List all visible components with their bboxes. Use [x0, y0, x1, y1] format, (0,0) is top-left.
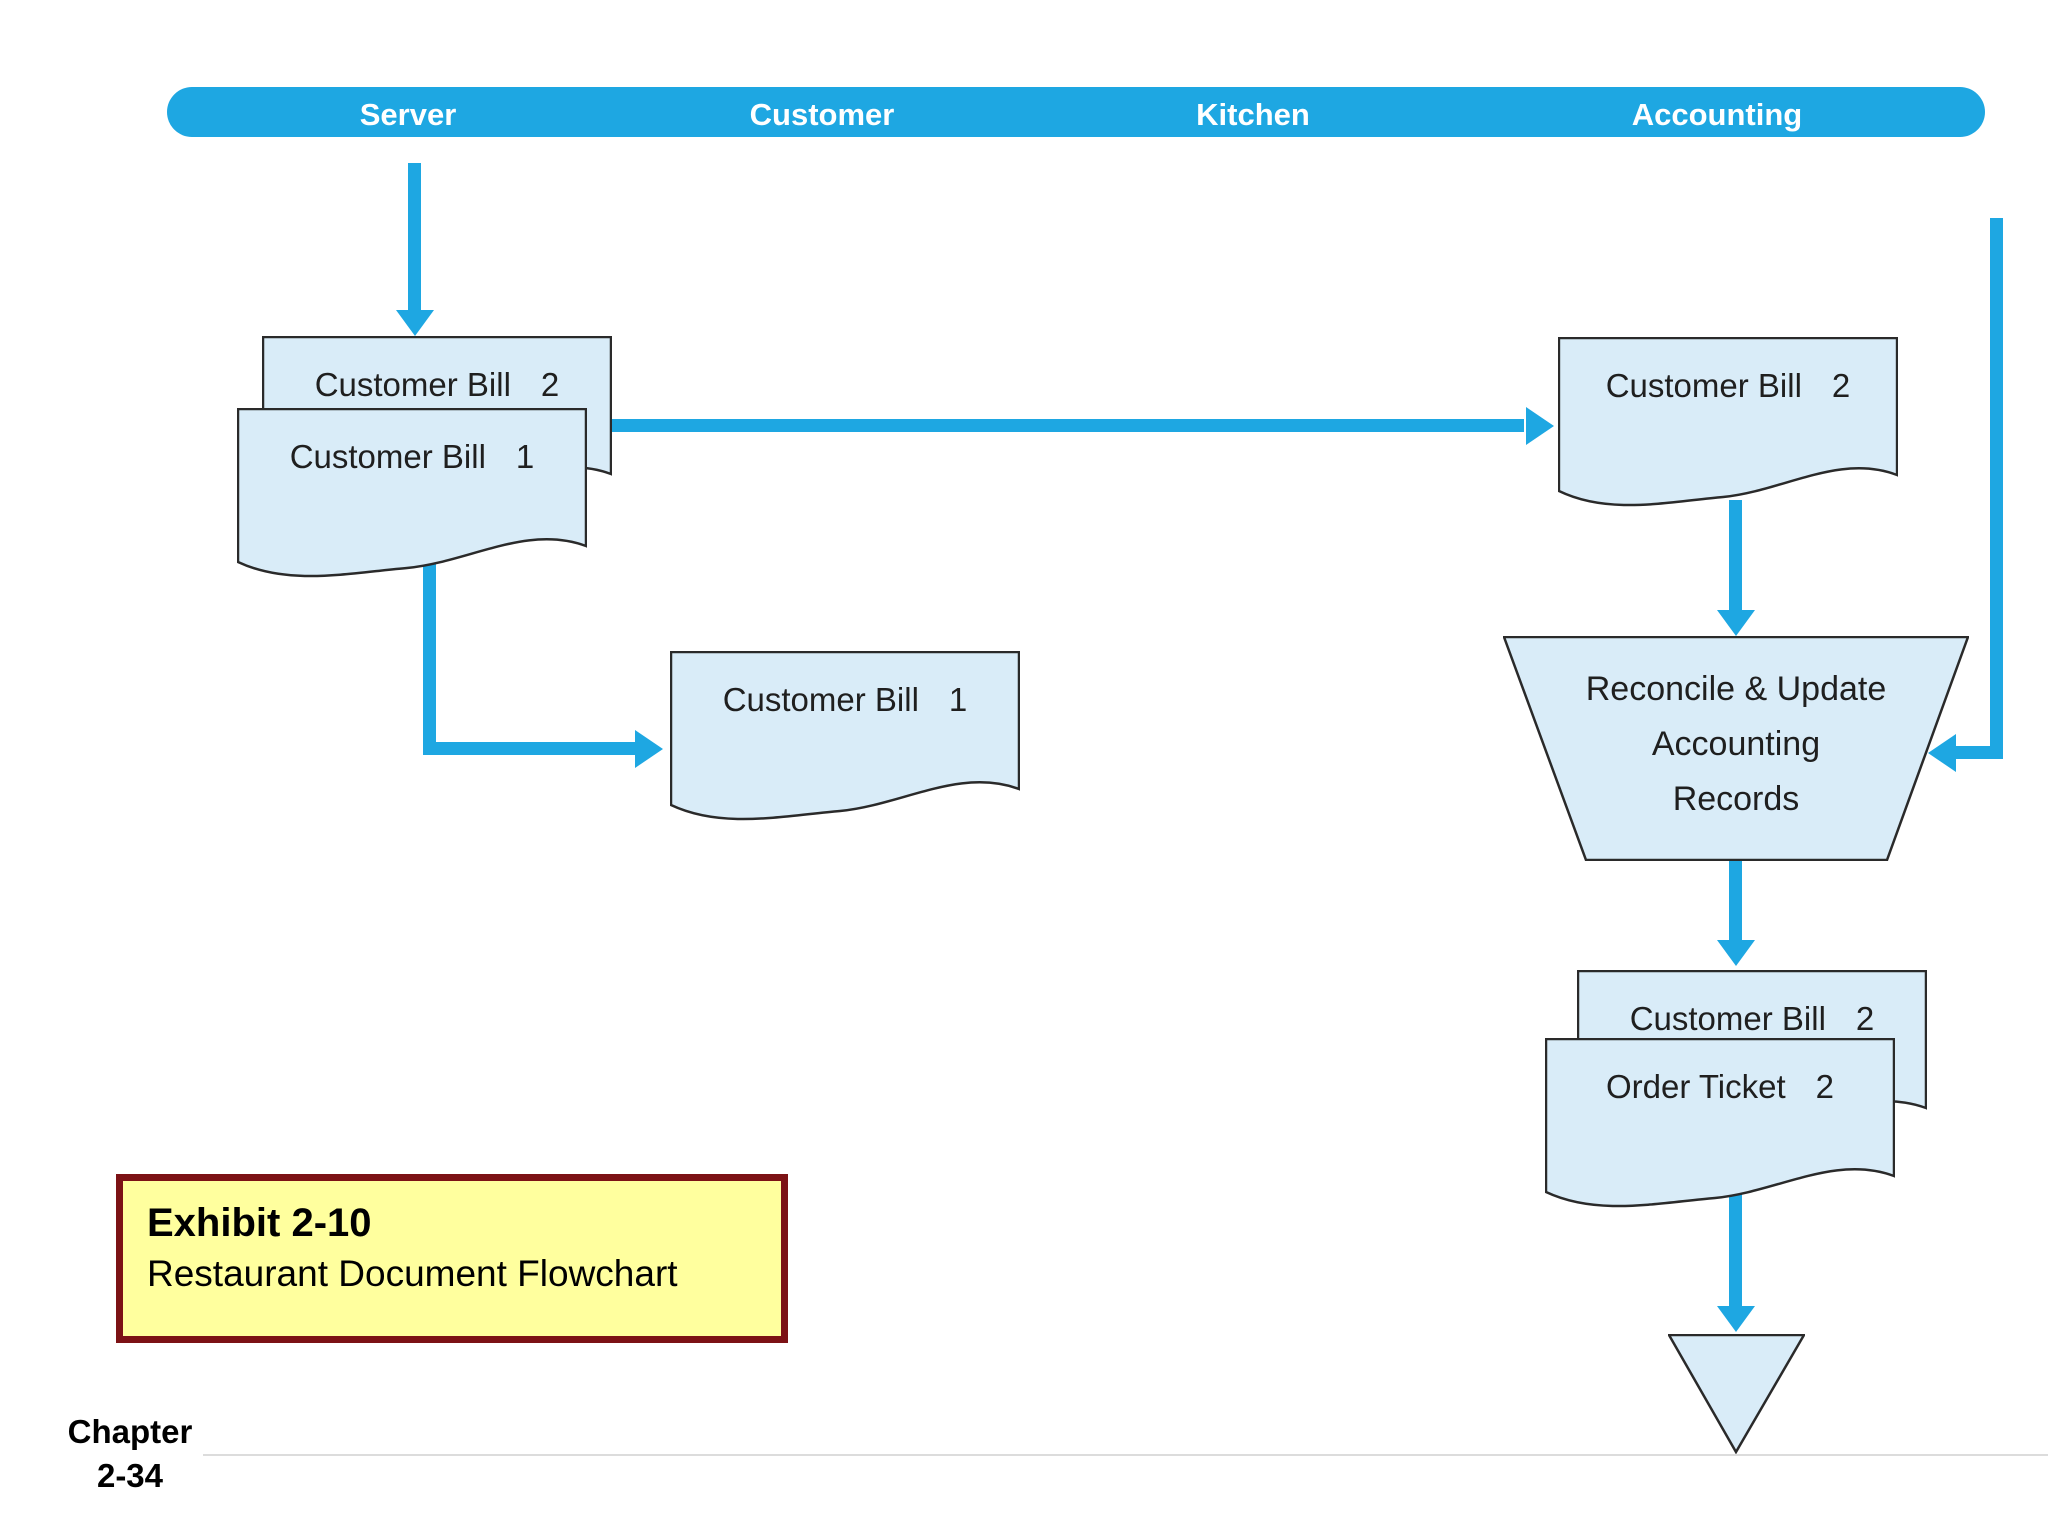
arrow-bill2-to-accounting-line	[610, 419, 1524, 432]
arrow-bill1-to-customer-vline	[423, 560, 436, 755]
document-shape-icon	[1558, 337, 1898, 507]
document-copy-number: 2	[1831, 367, 1851, 404]
footer-divider-line	[203, 1454, 2048, 1456]
document-title: Customer Bill	[1605, 367, 1802, 404]
arrow-archive-to-offpage-line	[1729, 1170, 1742, 1306]
document-label: Customer Bill 2	[1558, 367, 1898, 405]
process-label: Reconcile & Update Accounting Records	[1503, 662, 1969, 827]
document-label: Customer Bill 2	[262, 366, 612, 404]
arrow-bill2-to-accounting-head-icon	[1526, 407, 1554, 445]
document-label: Order Ticket 2	[1545, 1068, 1895, 1106]
triangle-shape-icon	[1666, 1333, 1807, 1455]
connector-right-hline	[1956, 746, 2003, 759]
swimlane-header-bar	[167, 87, 1985, 137]
document-copy-number: 1	[948, 681, 968, 718]
document-copy-number: 2	[540, 366, 560, 403]
process-label-line3: Records	[1672, 780, 1800, 818]
document-shape-icon	[670, 651, 1020, 821]
document-shape-icon	[237, 408, 587, 578]
lane-label-server: Server	[359, 97, 457, 132]
process-label-line2: Accounting	[1651, 725, 1821, 763]
exhibit-title: Exhibit 2-10	[147, 1201, 372, 1245]
arrow-server-in-line	[408, 163, 421, 313]
document-copy-number: 2	[1855, 1000, 1875, 1037]
lane-label-customer: Customer	[749, 97, 895, 132]
document-order-ticket-2-archive: Order Ticket 2	[1545, 1038, 1895, 1213]
offpage-connector-triangle	[1666, 1333, 1807, 1455]
document-title: Order Ticket	[1605, 1068, 1786, 1105]
exhibit-callout: Exhibit 2-10 Restaurant Document Flowcha…	[116, 1174, 788, 1343]
arrow-process-to-archive-head-icon	[1717, 940, 1755, 966]
document-customer-bill-1-server: Customer Bill 1	[237, 408, 587, 583]
trapezoid-shape-icon	[1503, 636, 1969, 861]
document-title: Customer Bill	[1629, 1000, 1826, 1037]
document-shape-icon	[1545, 1038, 1895, 1208]
lane-label-accounting: Accounting	[1631, 97, 1803, 132]
connector-right-vline	[1990, 218, 2003, 759]
document-copy-number: 2	[1815, 1068, 1835, 1105]
arrow-bill1-to-customer-head-icon	[635, 730, 663, 768]
arrow-process-to-archive-line	[1729, 843, 1742, 940]
document-label: Customer Bill 1	[670, 681, 1020, 719]
chapter-footer: Chapter 2-34	[48, 1410, 212, 1498]
document-copy-number: 1	[515, 438, 535, 475]
arrow-bill1-to-customer-hline	[423, 742, 635, 755]
process-reconcile-update: Reconcile & Update Accounting Records	[1503, 636, 1969, 861]
arrow-accounting-doc-to-process-head-icon	[1717, 610, 1755, 636]
document-title: Customer Bill	[314, 366, 511, 403]
connector-right-head-icon	[1928, 734, 1956, 772]
document-title: Customer Bill	[722, 681, 919, 718]
arrow-accounting-doc-to-process-line	[1729, 500, 1742, 612]
process-label-line1: Reconcile & Update	[1585, 670, 1887, 708]
arrow-archive-to-offpage-head-icon	[1717, 1306, 1755, 1332]
chapter-label: Chapter	[67, 1413, 193, 1450]
document-label: Customer Bill 2	[1577, 1000, 1927, 1038]
chapter-page-number: 2-34	[96, 1457, 164, 1494]
arrow-server-in-head-icon	[396, 310, 434, 336]
document-customer-bill-2-accounting: Customer Bill 2	[1558, 337, 1898, 512]
document-label: Customer Bill 1	[237, 438, 587, 476]
document-customer-bill-1-customer: Customer Bill 1	[670, 651, 1020, 826]
lane-label-kitchen: Kitchen	[1196, 97, 1310, 132]
exhibit-subtitle: Restaurant Document Flowchart	[147, 1253, 678, 1294]
document-title: Customer Bill	[289, 438, 486, 475]
